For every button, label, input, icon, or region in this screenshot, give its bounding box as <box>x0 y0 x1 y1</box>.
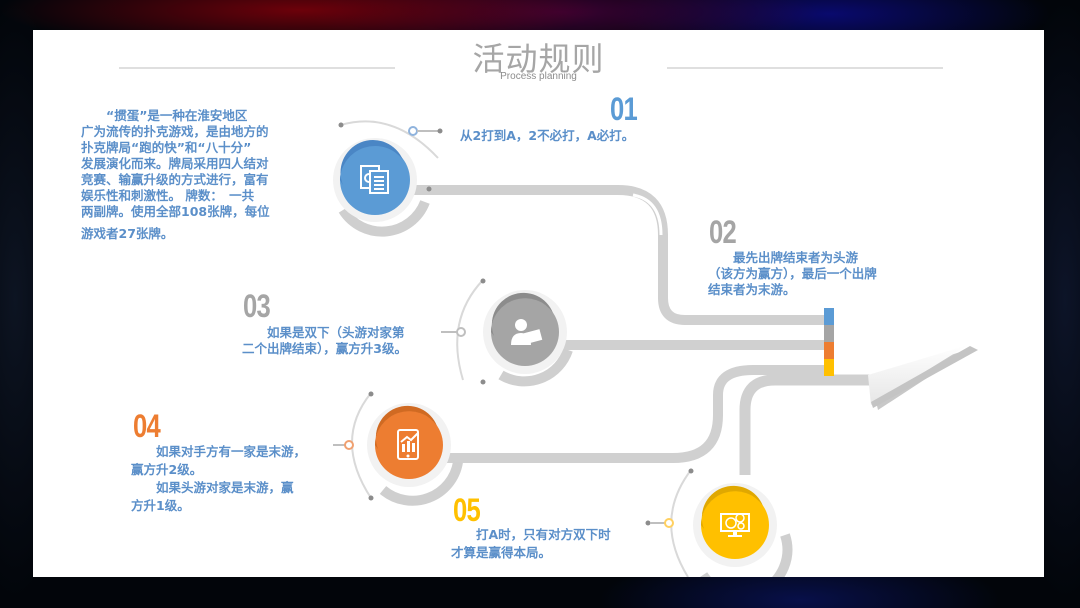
intro-line: 竞赛、输赢升级的方式进行，富有 <box>81 172 269 187</box>
step-02-number: 02 <box>709 214 737 250</box>
tablet-chart-icon <box>395 428 423 462</box>
intro-paragraph: “掼蛋”是一种在淮安地区 广为流传的扑克游戏，是由地方的 扑克牌局“跑的快”和“… <box>81 108 291 242</box>
step-02-text: 最先出牌结束者为头游 （该方为赢方），最后一个出牌 结束者为末游。 <box>708 250 918 298</box>
intro-line: 娱乐性和刺激性。 牌数： 一共 <box>81 188 255 203</box>
step-05-line: 才算是赢得本局。 <box>451 545 552 560</box>
businessman-icon <box>509 317 543 347</box>
step-05-line: 打A时，只有对方双下时 <box>451 527 611 542</box>
process-track-graphic <box>119 67 978 577</box>
page-title: 活动规则 <box>472 40 605 78</box>
step-03-line: 二个出牌结束），赢方升3级。 <box>242 341 407 356</box>
intro-line: 两副牌。使用全部108张牌，每位 <box>81 204 270 219</box>
step-05-text: 打A时，只有对方双下时 才算是赢得本局。 <box>451 526 661 562</box>
intro-line: 广为流传的扑克游戏，是由地方的 <box>81 124 269 139</box>
intro-line: 发展演化而来。牌局采用四人结对 <box>81 156 269 171</box>
step-04-line: 赢方升2级。 <box>131 462 203 477</box>
step-04-line: 方升1级。 <box>131 498 190 513</box>
step-02-line: （该方为赢方），最后一个出牌 <box>708 266 877 281</box>
step-01-number: 01 <box>610 91 638 127</box>
step-04-line: 如果对手方有一家是末游， <box>131 444 307 459</box>
intro-line: “掼蛋”是一种在淮安地区 <box>81 108 248 123</box>
slide: 活动规则 Process planning “掼蛋”是一种在淮安地区 广为流传的… <box>33 30 1044 577</box>
step-03-line: 如果是双下（头游对家第 <box>242 325 405 340</box>
step-02-line: 最先出牌结束者为头游 <box>708 250 859 265</box>
step-03-text: 如果是双下（头游对家第 二个出牌结束），赢方升3级。 <box>242 325 452 357</box>
step-04-number: 04 <box>133 408 161 444</box>
step-02-line: 结束者为末游。 <box>708 282 796 297</box>
documents-gear-icon <box>358 164 392 196</box>
step-01-line: 从2打到A，2不必打，A必打。 <box>460 128 635 143</box>
monitor-coins-icon <box>719 510 751 540</box>
step-04-text: 如果对手方有一家是末游， 赢方升2级。 如果头游对家是末游，赢 方升1级。 <box>131 443 346 515</box>
step-05-number: 05 <box>453 492 481 528</box>
step-03-number: 03 <box>243 288 271 324</box>
intro-line: 扑克牌局“跑的快”和“八十分” <box>81 140 252 155</box>
intro-line: 游戏者27张牌。 <box>81 226 174 241</box>
page-subtitle: Process planning <box>500 71 577 82</box>
step-01-text: 从2打到A，2不必打，A必打。 <box>460 128 660 144</box>
step-04-line: 如果头游对家是末游，赢 <box>131 480 294 495</box>
